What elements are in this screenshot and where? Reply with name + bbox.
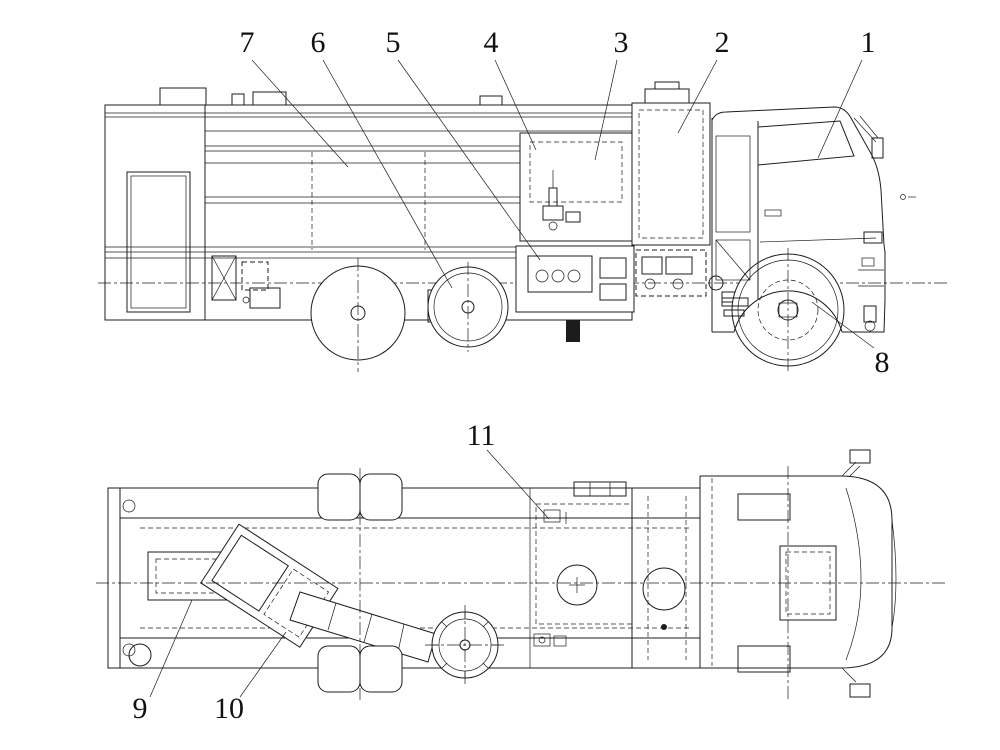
headlight — [863, 231, 883, 244]
monitor-assembly — [200, 523, 437, 663]
water-tank-section — [631, 102, 711, 297]
cab-plan — [699, 449, 897, 698]
tow-hook — [863, 305, 877, 323]
pump-control-panel — [515, 245, 635, 313]
callout-6: 6 — [311, 26, 326, 59]
tank-bay-plan — [631, 488, 701, 668]
callout-8: 8 — [875, 346, 890, 379]
callout-leader-lines — [149, 59, 875, 698]
rear-louver-panel — [126, 171, 191, 313]
callout-labels: 1 2 3 4 5 6 7 8 9 10 11 — [133, 26, 890, 725]
rear-wheel — [310, 258, 406, 372]
callout-7: 7 — [240, 26, 255, 59]
callout-11: 11 — [467, 419, 496, 452]
mirror-plan-top — [841, 449, 871, 477]
rear-underbody-equipment — [211, 255, 281, 309]
mirror-plan-bottom — [841, 667, 871, 698]
top-plan-view — [96, 449, 948, 700]
callout-5: 5 — [386, 26, 401, 59]
callout-3: 3 — [614, 26, 629, 59]
rear-tires-plan — [317, 468, 403, 700]
side-elevation-view — [98, 81, 948, 372]
mid-equipment-bay — [533, 481, 633, 647]
callout-10: 10 — [214, 692, 244, 725]
upper-pump-compartment — [519, 132, 633, 242]
callout-1: 1 — [861, 26, 876, 59]
callout-9: 9 — [133, 692, 148, 725]
cab — [711, 106, 916, 333]
callout-4: 4 — [484, 26, 499, 59]
callout-2: 2 — [715, 26, 730, 59]
side-mirror — [853, 115, 884, 159]
hose-reel — [427, 262, 509, 352]
turntable — [425, 605, 505, 685]
front-wheel — [731, 248, 845, 372]
